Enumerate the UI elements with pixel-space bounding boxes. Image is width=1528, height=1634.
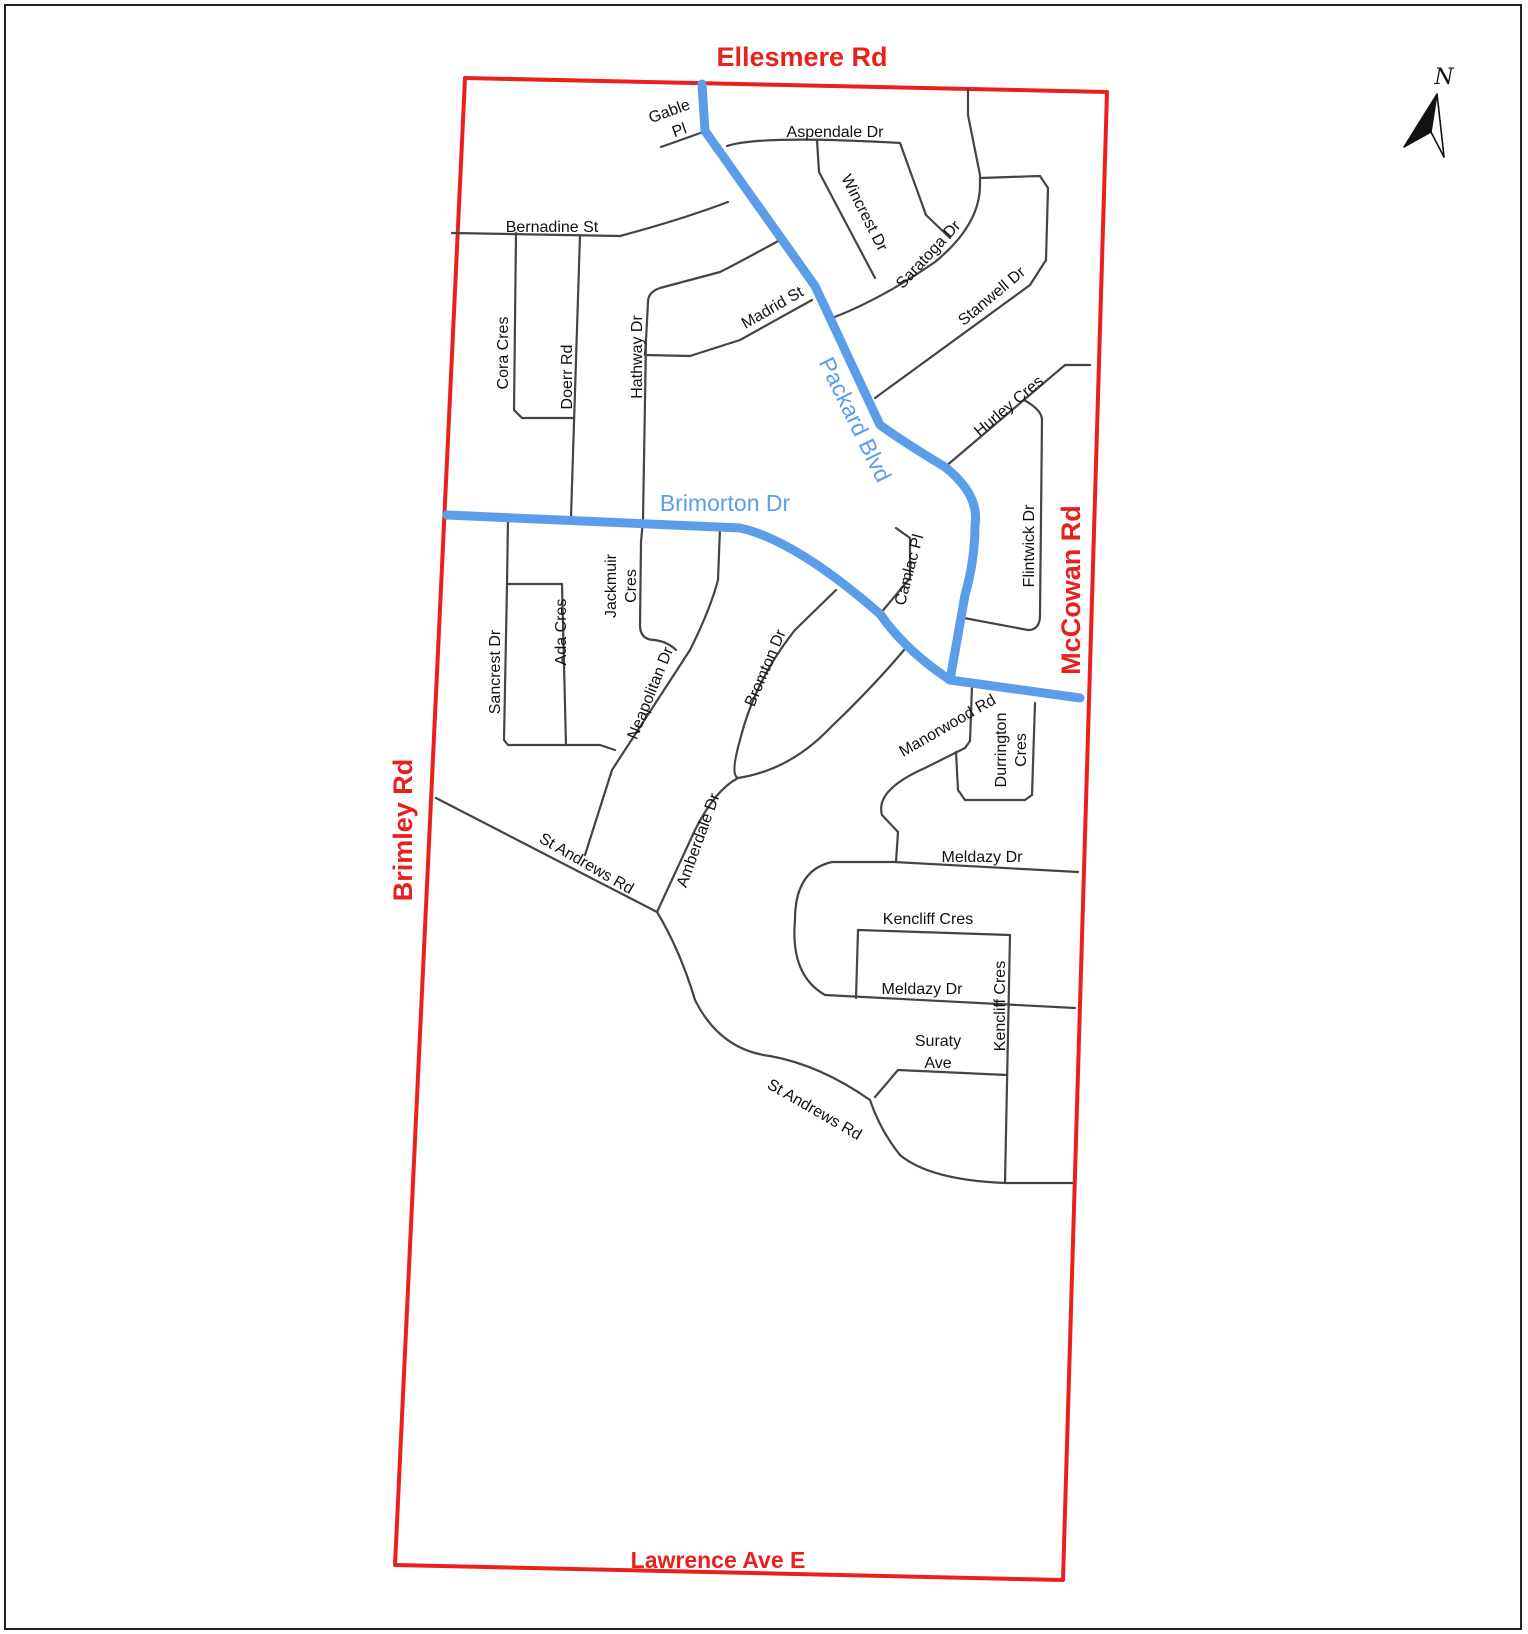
label-gable: Gable bbox=[646, 96, 692, 127]
label-jackmuir: Jackmuir bbox=[603, 553, 620, 618]
street-durrington-cres bbox=[954, 701, 1037, 802]
label-neapolitan-dr: Neapolitan Dr bbox=[625, 644, 678, 742]
street-manorwood-rd bbox=[880, 684, 974, 864]
label-bernadine-st: Bernadine St bbox=[506, 219, 599, 236]
label-hurley-cres: Hurley Cres bbox=[971, 373, 1047, 440]
label-brimley-rd: Brimley Rd bbox=[388, 759, 418, 902]
street-madrid-st bbox=[643, 238, 814, 358]
street-brimorton-dr bbox=[442, 510, 955, 685]
label-brimorton-dr: Brimorton Dr bbox=[660, 490, 791, 516]
street-st-andrews-rd bbox=[434, 796, 1074, 1185]
local-streets bbox=[434, 87, 1092, 1185]
label-ellesmere-rd: Ellesmere Rd bbox=[716, 42, 887, 72]
label-bromton-dr: Bromton Dr bbox=[742, 627, 790, 710]
street-meldazy-dr-north bbox=[793, 860, 1080, 1010]
street-cora-cres bbox=[512, 231, 575, 420]
label-camlac-pl: Camlac Pl bbox=[892, 532, 927, 607]
label-cora-cres: Cora Cres bbox=[495, 317, 512, 390]
street-kencliff-cres bbox=[854, 928, 1012, 1185]
label-stanwell-dr: Stanwell Dr bbox=[955, 263, 1029, 329]
label-suraty-ave: Ave bbox=[924, 1055, 951, 1072]
label-saratoga-dr: Saratoga Dr bbox=[893, 217, 965, 292]
street-sancrest-dr bbox=[502, 517, 617, 752]
street-hurley-cres bbox=[943, 363, 1092, 469]
label-meldazy-dr-south: Meldazy Dr bbox=[882, 981, 964, 998]
map-frame bbox=[4, 4, 1522, 1630]
label-hathway-dr: Hathway Dr bbox=[629, 315, 646, 399]
label-mccowan-rd: McCowan Rd bbox=[1056, 505, 1086, 675]
label-kencliff-cres-horizontal: Kencliff Cres bbox=[883, 911, 973, 928]
street-aspendale-north bbox=[966, 87, 982, 177]
label-amberdale-dr: Amberdale Dr bbox=[674, 791, 724, 890]
street-flintwick-dr bbox=[962, 398, 1044, 632]
label-meldazy-dr-north: Meldazy Dr bbox=[942, 849, 1024, 866]
street-gable-pl bbox=[659, 129, 708, 149]
street-saratoga-dr bbox=[830, 173, 982, 320]
label-gable-pl: Pl bbox=[670, 120, 689, 141]
street-hathway-dr bbox=[638, 338, 678, 652]
label-durrington-cres: Cres bbox=[1013, 733, 1030, 767]
label-aspendale-dr: Aspendale Dr bbox=[787, 124, 885, 141]
label-wincrest-dr: Wincrest Dr bbox=[837, 172, 890, 255]
street-wincrest-dr bbox=[815, 138, 877, 280]
label-flintwick-dr: Flintwick Dr bbox=[1021, 504, 1038, 587]
label-jackmuir-cres: Cres bbox=[623, 569, 640, 603]
label-st-andrews-rd-north: St Andrews Rd bbox=[536, 830, 636, 898]
street-aspendale-dr bbox=[725, 138, 952, 240]
label-lawrence-ave-e: Lawrence Ave E bbox=[631, 1547, 806, 1573]
street-bernadine-st bbox=[450, 200, 730, 238]
street-ada-cres bbox=[505, 582, 568, 747]
street-packard-blvd bbox=[697, 79, 1085, 703]
street-stanwell-loop bbox=[873, 174, 1050, 400]
street-suraty-ave bbox=[873, 1068, 1009, 1099]
label-sancrest-dr: Sancrest Dr bbox=[487, 629, 504, 714]
street-doerr-rd bbox=[569, 233, 582, 519]
label-kencliff-cres-vertical: Kencliff Cres bbox=[992, 961, 1009, 1051]
label-doerr-rd: Doerr Rd bbox=[559, 345, 576, 410]
study-area-boundary bbox=[393, 76, 1109, 1582]
street-neapolitan-dr bbox=[583, 526, 722, 857]
label-manorwood-rd: Manorwood Rd bbox=[897, 692, 999, 761]
compass-n-label: N bbox=[1433, 65, 1454, 90]
north-arrow-icon: N bbox=[1403, 65, 1454, 158]
major-streets bbox=[442, 79, 1085, 703]
label-suraty: Suraty bbox=[915, 1033, 961, 1050]
label-ada-cres: Ada Cres bbox=[553, 599, 570, 666]
label-durrington: Durrington bbox=[993, 713, 1010, 788]
street-amberdale-dr bbox=[655, 776, 740, 914]
street-camlac-pl bbox=[878, 526, 912, 616]
